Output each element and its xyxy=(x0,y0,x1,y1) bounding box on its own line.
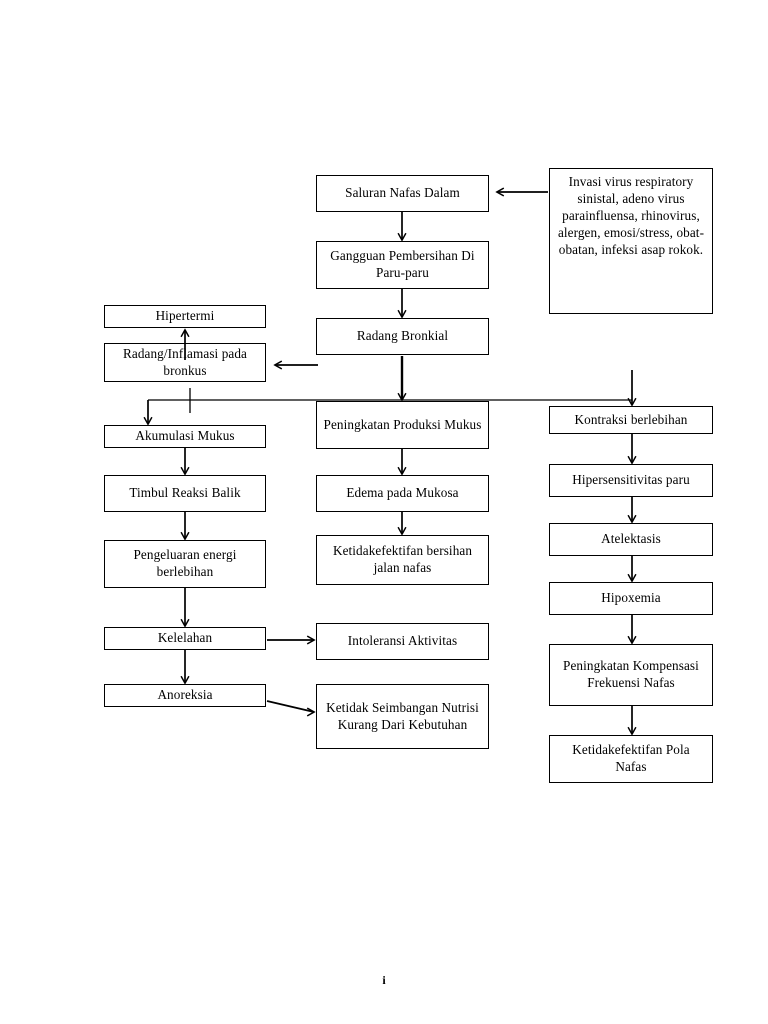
node-peningkatan-produksi-mukus[interactable]: Peningkatan Produksi Mukus xyxy=(316,401,489,449)
node-label: Gangguan Pembersihan Di Paru-paru xyxy=(330,248,475,280)
node-saluran-nafas-dalam[interactable]: Saluran Nafas Dalam xyxy=(316,175,489,212)
node-label: Peningkatan Produksi Mukus xyxy=(323,416,482,432)
node-edema-pada-mukosa[interactable]: Edema pada Mukosa xyxy=(316,475,489,512)
node-label: Radang/Inflamasi pada bronkus xyxy=(122,345,248,378)
node-kontraksi-berlebihan[interactable]: Kontraksi berlebihan xyxy=(549,406,713,434)
node-akumulasi-mukus[interactable]: Akumulasi Mukus xyxy=(104,425,266,448)
node-ketidakefektifan-bersihan-jalan-nafas[interactable]: Ketidakefektifan bersihan jalan nafas xyxy=(316,535,489,585)
node-label: Saluran Nafas Dalam xyxy=(345,185,460,201)
node-label: Timbul Reaksi Balik xyxy=(129,485,241,501)
node-ketidakefektifan-pola-nafas[interactable]: Ketidakefektifan Pola Nafas xyxy=(549,735,713,783)
edge-anoreksia-to-nutrisi xyxy=(266,700,314,712)
node-label: Peningkatan Kompensasi Frekuensi Nafas xyxy=(563,658,699,690)
node-label: Akumulasi Mukus xyxy=(135,428,235,444)
node-label: Hipersensitivitas paru xyxy=(572,472,690,488)
node-label: Ketidak Seimbangan Nutrisi Kurang Dari K… xyxy=(326,699,479,732)
node-label: Edema pada Mukosa xyxy=(346,485,459,501)
node-label: Invasi virus respiratory sinistal, adeno… xyxy=(557,174,705,257)
node-atelektasis[interactable]: Atelektasis xyxy=(549,523,713,556)
node-label: Anoreksia xyxy=(157,687,213,703)
node-label: Hipertermi xyxy=(155,308,215,324)
node-hipertermi[interactable]: Hipertermi xyxy=(104,305,266,328)
node-label: Ketidakefektifan Pola Nafas xyxy=(572,742,690,774)
page-number: i xyxy=(382,973,386,987)
node-ketidak-seimbangan-nutrisi[interactable]: Ketidak Seimbangan Nutrisi Kurang Dari K… xyxy=(316,684,489,749)
node-label: Kelelahan xyxy=(157,630,213,646)
node-intoleransi-aktivitas[interactable]: Intoleransi Aktivitas xyxy=(316,623,489,660)
node-label: Pengeluaran energi berlebihan xyxy=(133,547,237,579)
node-gangguan-pembersihan[interactable]: Gangguan Pembersihan Di Paru-paru xyxy=(316,241,489,289)
node-label: Intoleransi Aktivitas xyxy=(347,633,458,649)
node-radang-bronkial[interactable]: Radang Bronkial xyxy=(316,318,489,355)
node-kelelahan[interactable]: Kelelahan xyxy=(104,627,266,650)
node-hipoxemia[interactable]: Hipoxemia xyxy=(549,582,713,615)
node-pengeluaran-energi[interactable]: Pengeluaran energi berlebihan xyxy=(104,540,266,588)
node-hipersensitivitas-paru[interactable]: Hipersensitivitas paru xyxy=(549,464,713,497)
node-radang-inflamasi-bronkus[interactable]: Radang/Inflamasi pada bronkus xyxy=(104,343,266,382)
node-label: Radang Bronkial xyxy=(356,328,449,344)
node-peningkatan-kompensasi-frekuensi-nafas[interactable]: Peningkatan Kompensasi Frekuensi Nafas xyxy=(549,644,713,706)
node-invasi-virus[interactable]: Invasi virus respiratory sinistal, adeno… xyxy=(549,168,713,314)
node-anoreksia[interactable]: Anoreksia xyxy=(104,684,266,707)
node-label: Kontraksi berlebihan xyxy=(574,411,688,427)
node-label: Atelektasis xyxy=(601,531,661,547)
node-label: Hipoxemia xyxy=(601,590,661,606)
node-timbul-reaksi-balik[interactable]: Timbul Reaksi Balik xyxy=(104,475,266,512)
node-label: Ketidakefektifan bersihan jalan nafas xyxy=(332,543,473,575)
